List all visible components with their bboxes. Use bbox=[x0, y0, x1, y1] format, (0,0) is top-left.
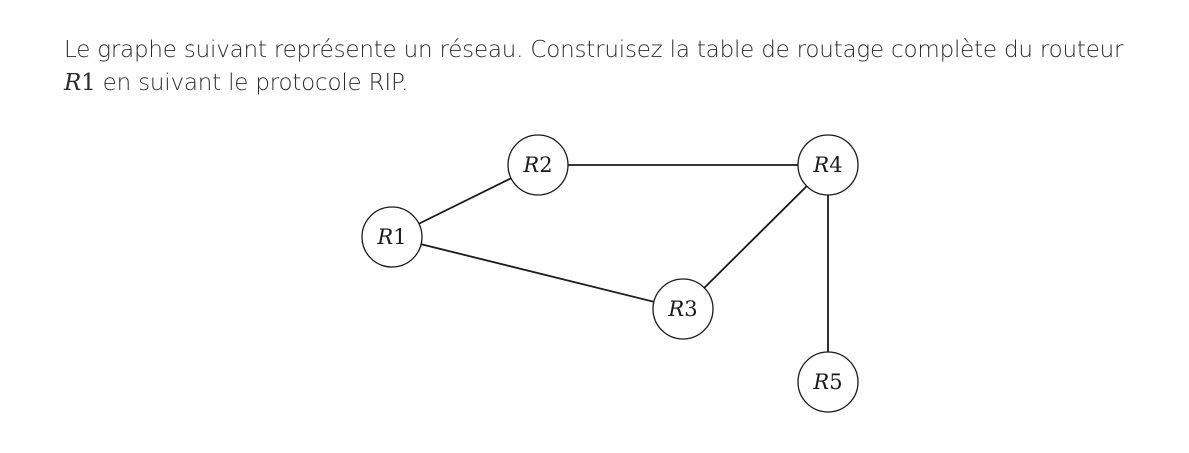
question-text: Le graphe suivant représente un réseau. … bbox=[64, 34, 1164, 100]
question-line-1: Le graphe suivant représente un réseau. … bbox=[64, 37, 1124, 63]
node-circle-r5 bbox=[797, 351, 859, 413]
edge-r1-r3 bbox=[391, 236, 684, 310]
node-label-r5: R5 bbox=[812, 370, 842, 394]
edge-r3-r4 bbox=[682, 164, 829, 310]
router-symbol-number: 1 bbox=[81, 70, 96, 96]
node-label-r2: R2 bbox=[522, 153, 552, 177]
edges-layer bbox=[391, 164, 829, 382]
node-r3: R3 bbox=[652, 278, 714, 340]
router-symbol: R1 bbox=[64, 70, 96, 96]
node-label-r3: R3 bbox=[667, 297, 697, 321]
node-circle-r2 bbox=[507, 134, 569, 196]
node-circle-r1 bbox=[361, 206, 423, 268]
node-circle-r4 bbox=[797, 134, 859, 196]
node-label-r1: R1 bbox=[376, 225, 406, 249]
node-r2: R2 bbox=[507, 134, 569, 196]
router-symbol-letter: R bbox=[64, 70, 82, 96]
node-circle-r3 bbox=[652, 278, 714, 340]
node-r1: R1 bbox=[361, 206, 423, 268]
node-label-r4: R4 bbox=[812, 153, 842, 177]
question-line-2: en suivant le protocole RIP. bbox=[95, 70, 409, 96]
node-r5: R5 bbox=[797, 351, 859, 413]
node-r4: R4 bbox=[797, 134, 859, 196]
